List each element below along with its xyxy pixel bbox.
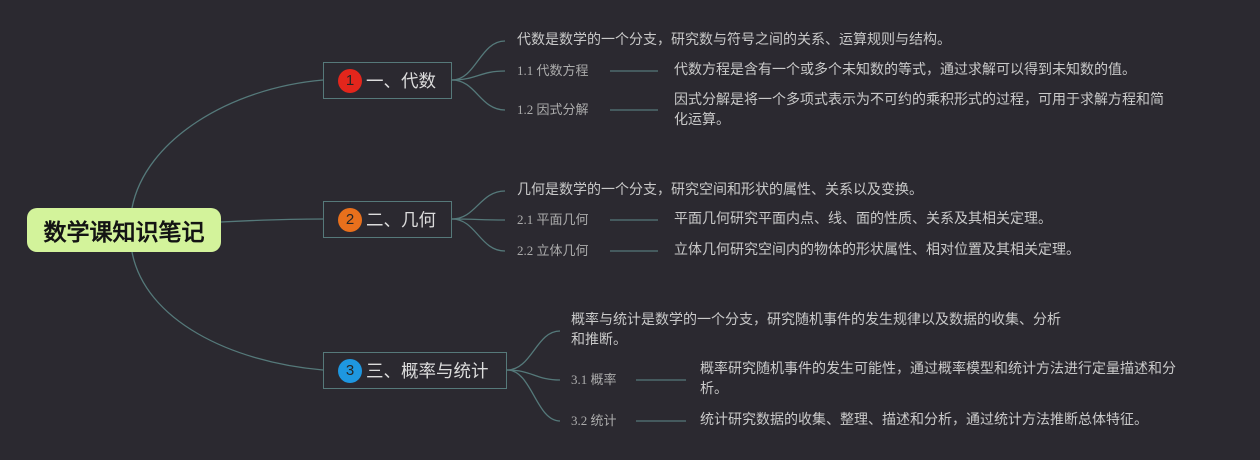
subtopic-description[interactable]: 概率研究随机事件的发生可能性，通过概率模型和统计方法进行定量描述和分析。 — [700, 362, 1176, 397]
connector-branch-3-topic-2 — [506, 369, 561, 422]
main-topic-algebra[interactable]: 1 一、代数 — [323, 62, 452, 99]
subtopic-label[interactable]: 2.2 立体几何 — [517, 243, 589, 258]
connector-root-branch-3 — [131, 251, 324, 371]
connector-branch-1-summary — [451, 40, 506, 81]
subtopic-description[interactable]: 统计研究数据的收集、整理、描述和分析，通过统计方法推断总体特征。 — [700, 413, 1148, 428]
main-topic-label: 二、几何 — [366, 210, 436, 230]
connector-branch-1-topic-1 — [451, 70, 506, 81]
subtopic-label[interactable]: 3.2 统计 — [571, 413, 617, 428]
subtopic-label[interactable]: 1.2 因式分解 — [517, 102, 589, 117]
subtopic-label[interactable]: 3.1 概率 — [571, 372, 617, 387]
subtopic-description[interactable]: 代数方程是含有一个或多个未知数的等式，通过求解可以得到未知数的值。 — [674, 63, 1136, 78]
main-topic-label: 三、概率与统计 — [366, 361, 489, 381]
connector-branch-2-topic-2 — [451, 218, 506, 252]
priority-2-icon: 2 — [338, 207, 362, 232]
subtopic-summary[interactable]: 代数是数学的一个分支，研究数与符号之间的关系、运算规则与结构。 — [517, 33, 951, 48]
main-topic-probability-statistics[interactable]: 3 三、概率与统计 — [323, 352, 507, 389]
central-topic[interactable]: 数学课知识笔记 — [27, 208, 221, 252]
subtopic-description[interactable]: 平面几何研究平面内点、线、面的性质、关系及其相关定理。 — [674, 212, 1052, 227]
subtopic-summary[interactable]: 几何是数学的一个分支，研究空间和形状的属性、关系以及变换。 — [517, 183, 923, 198]
subtopic-summary[interactable]: 概率与统计是数学的一个分支，研究随机事件的发生规律以及数据的收集、分析和推断。 — [571, 313, 1061, 348]
central-topic-label: 数学课知识笔记 — [43, 219, 205, 245]
connector-branch-3-summary — [506, 330, 561, 371]
subtopic-description[interactable]: 因式分解是将一个多项式表示为不可约的乘积形式的过程，可用于求解方程和简化运算。 — [674, 93, 1164, 128]
priority-3-icon: 3 — [338, 358, 362, 383]
connector-root-branch-2 — [220, 218, 324, 223]
subtopic-description[interactable]: 立体几何研究空间内的物体的形状属性、相对位置及其相关定理。 — [674, 243, 1080, 258]
main-topic-label: 一、代数 — [366, 71, 436, 91]
subtopic-label[interactable]: 2.1 平面几何 — [517, 212, 589, 227]
priority-1-icon: 1 — [338, 68, 362, 93]
main-topic-geometry[interactable]: 2 二、几何 — [323, 201, 452, 238]
connector-branch-2-summary — [451, 190, 506, 220]
connector-branch-1-topic-2 — [451, 79, 506, 111]
subtopic-label[interactable]: 1.1 代数方程 — [517, 63, 589, 78]
connector-group — [131, 40, 686, 422]
connector-root-branch-1 — [131, 79, 324, 209]
